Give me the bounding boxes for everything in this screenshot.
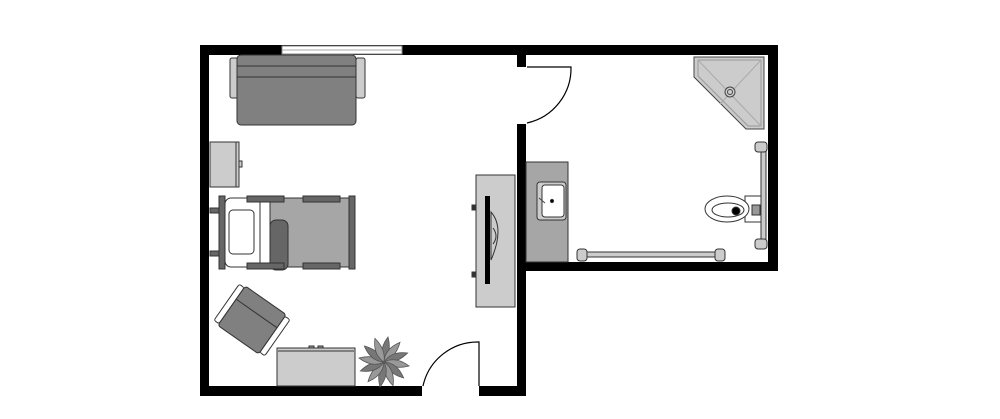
potted-plant <box>358 336 410 388</box>
armchair <box>214 284 290 356</box>
wall-left <box>200 45 209 396</box>
dresser <box>276 345 356 387</box>
hospital-bed <box>209 195 356 271</box>
tv-console <box>471 174 516 308</box>
window <box>281 45 403 55</box>
wall-bath-bottom <box>517 262 778 271</box>
bathroom-door[interactable] <box>526 66 572 124</box>
wall-bottom-left <box>200 386 422 396</box>
nightstand <box>209 141 243 188</box>
wall-divider-bottom <box>517 124 526 396</box>
wall-bottom-right <box>479 386 526 396</box>
sofa <box>229 54 366 126</box>
corner-shower <box>693 56 765 130</box>
entry-door[interactable] <box>422 341 480 387</box>
wall-top-right <box>517 45 778 55</box>
grab-bar-bottom <box>576 248 726 262</box>
wall-divider-top <box>517 45 526 67</box>
toilet <box>704 195 762 223</box>
vanity-sink <box>525 161 569 263</box>
grab-bar-right <box>754 141 768 250</box>
wall-right <box>768 45 778 271</box>
plant-leaf <box>374 337 385 363</box>
